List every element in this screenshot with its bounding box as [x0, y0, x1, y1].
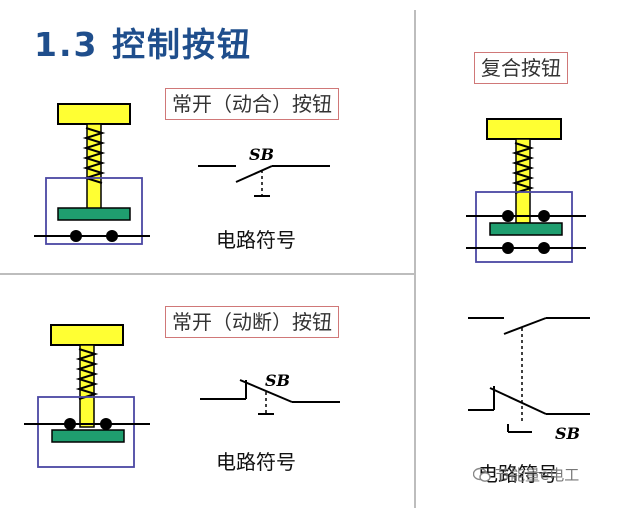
watermark-text: 节能量e电工: [495, 466, 580, 484]
moving-contact-bar: [51, 429, 125, 443]
lower-contact-left: [502, 242, 514, 254]
fixed-contact-left: [64, 418, 76, 430]
button-spring: [511, 142, 535, 194]
button-spring: [82, 127, 106, 184]
no-button-caption: 电路符号: [216, 228, 296, 252]
page-title: 1.3 控制按钮: [34, 25, 252, 64]
fixed-contact-left: [70, 230, 82, 242]
lower-contact-right: [538, 242, 550, 254]
upper-contact-right: [538, 210, 550, 222]
button-housing: [37, 396, 135, 468]
compound-button-caption: 电路符号: [478, 462, 558, 486]
wechat-icon: [473, 467, 491, 482]
fixed-contact-right: [100, 418, 112, 430]
upper-contact-left: [502, 210, 514, 222]
no-symbol-sb: SB: [249, 145, 275, 164]
button-housing: [45, 177, 143, 245]
symbol-contact-blade: [235, 165, 273, 183]
fixed-contact-right: [106, 230, 118, 242]
symbol-contact-blade: [239, 379, 293, 403]
button-cap: [486, 118, 562, 140]
symbol-nc-blade: [489, 387, 547, 415]
no-button-label: 常开（动合）按钮: [165, 88, 339, 120]
compound-button-label: 复合按钮: [474, 52, 568, 84]
nc-symbol-sb: SB: [265, 371, 291, 390]
symbol-no-blade: [503, 317, 547, 335]
compound-symbol-sb: SB: [555, 424, 581, 443]
button-spring: [75, 348, 99, 400]
moving-contact-bar: [489, 222, 563, 236]
watermark: 节能量e电工: [473, 464, 579, 485]
button-housing: [475, 191, 573, 263]
moving-contact-bar: [57, 207, 131, 221]
nc-button-label: 常开（动断）按钮: [165, 306, 339, 338]
nc-button-caption: 电路符号: [216, 450, 296, 474]
